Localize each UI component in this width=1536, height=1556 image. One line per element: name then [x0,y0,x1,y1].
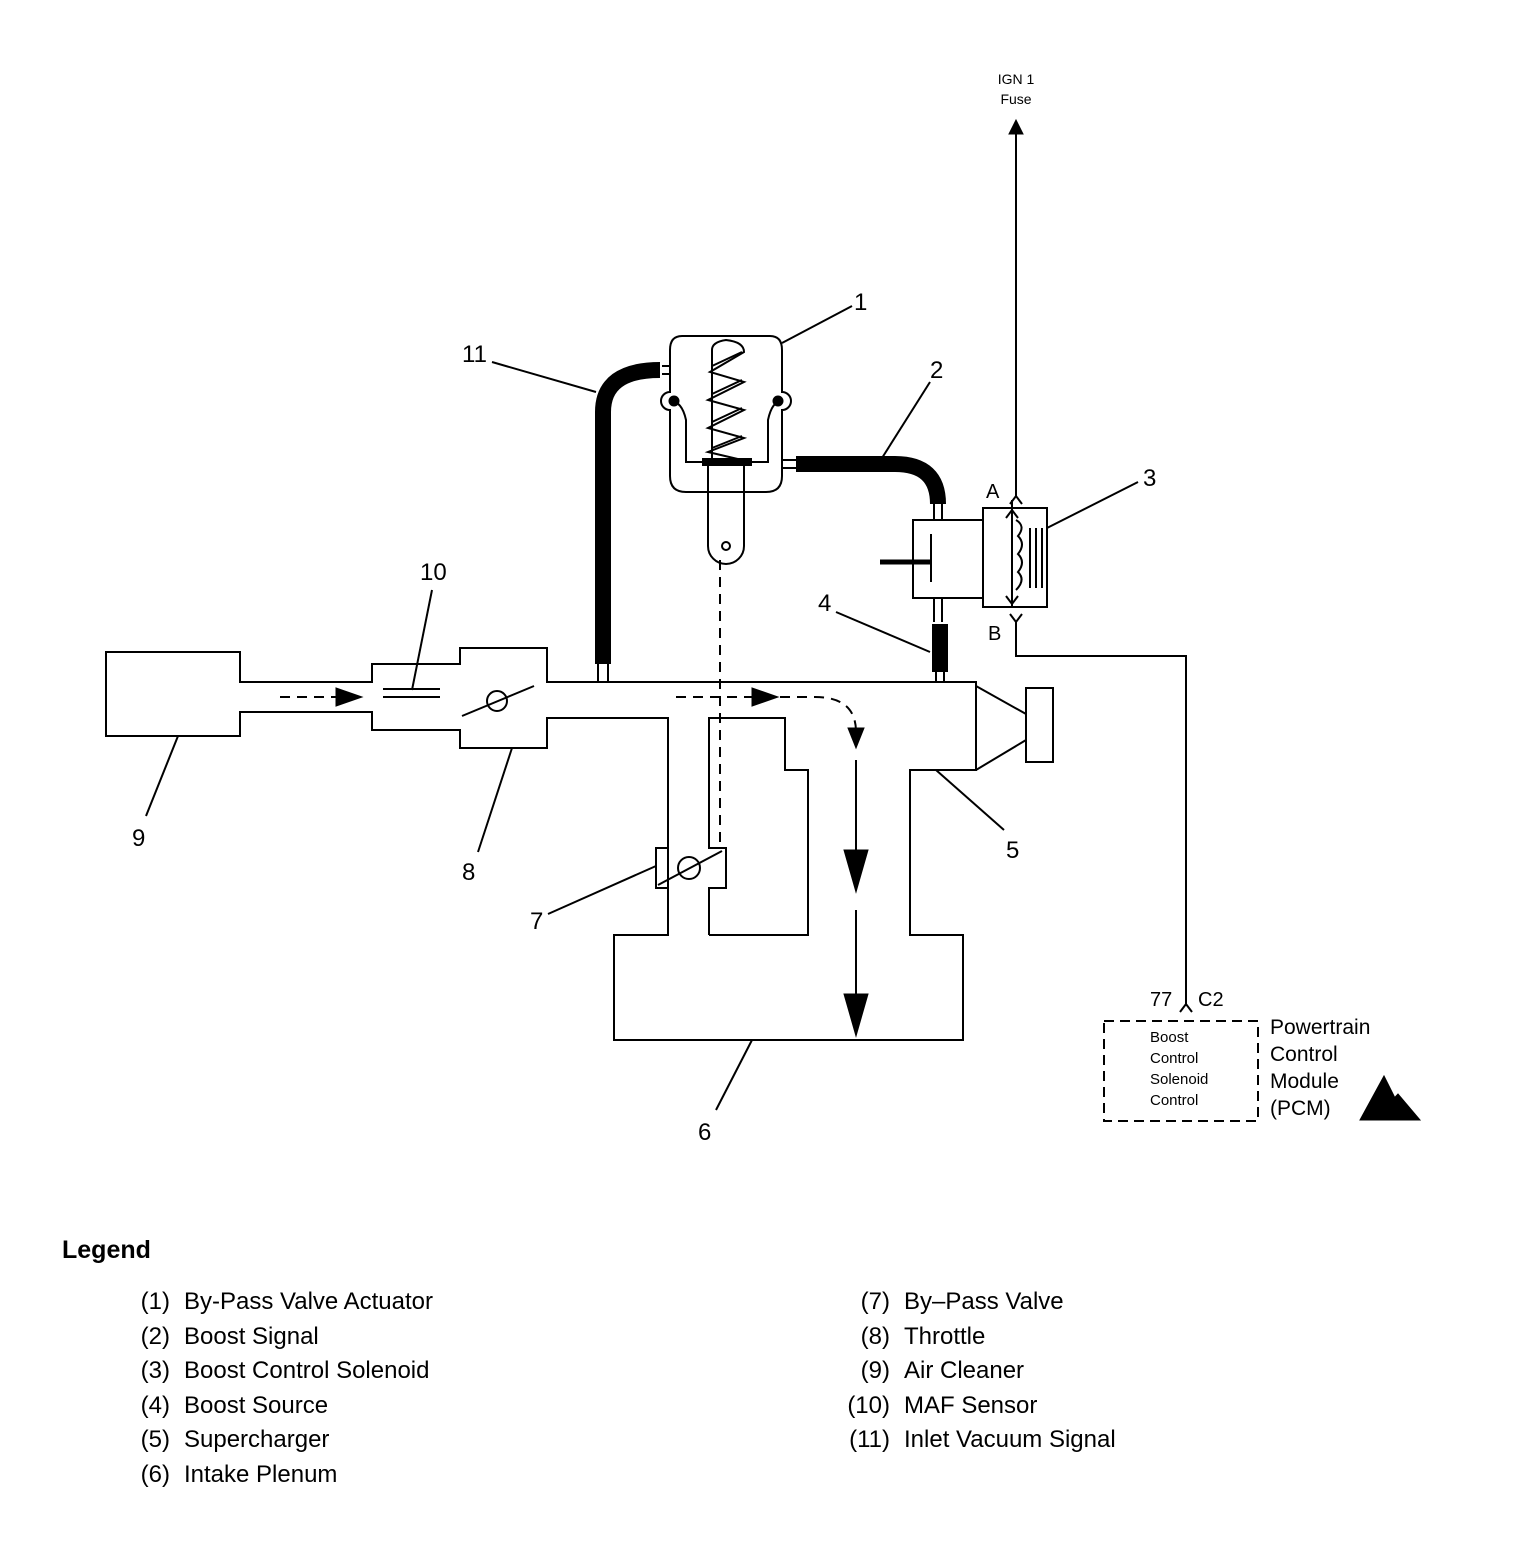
actuator-mount-pin [668,395,680,407]
legend-item-text: By-Pass Valve Actuator [184,1288,433,1315]
airflow-arrow-head [335,687,364,707]
solenoid-wiring [1005,500,1019,606]
bypass-valve-plate [677,856,701,880]
legend-item-number: (1) [140,1288,170,1315]
legend-item-text: Boost Control Solenoid [184,1357,430,1385]
airflow-arrow-head [843,993,869,1038]
actuator-mount-pin [772,395,784,407]
callout-leader-6 [715,1039,753,1111]
legend-item-number: (7) [860,1288,890,1315]
boost-control-solenoid [982,507,1048,608]
callout-leader-4 [835,611,931,653]
callout-2: 2 [930,357,943,384]
terminal-a-label: A [986,481,1000,503]
solenoid-valve-body [912,519,984,599]
pcm-box-text: Control [1150,1050,1198,1067]
supercharger-snout [975,685,1027,771]
legend-item-text: Throttle [904,1322,986,1350]
callout-leader-9 [145,735,179,817]
legend-item-number: (6) [140,1460,170,1488]
callout-leader-3 [1046,481,1139,529]
actuator-diaphragm [669,400,783,463]
callout-leader-5 [935,769,1005,831]
callout-leader-2 [881,381,931,459]
boost-signal-hose [796,456,946,505]
legend-item-text: Inlet Vacuum Signal [904,1426,1116,1454]
callout-leader-10 [411,589,433,691]
ign-fuse-label: IGN 1 [998,71,1035,87]
callout-9: 9 [132,825,145,852]
solenoid-port [933,504,943,622]
legend-item-text: Boost Source [184,1391,329,1419]
intake-port [597,664,945,682]
pcm-box-text: Solenoid [1150,1071,1208,1088]
callout-leader-8 [477,747,513,853]
callout-5: 5 [1006,837,1019,864]
ign-fuse-label: Fuse [1000,91,1031,107]
pcm-label: Control [1270,1043,1338,1066]
airflow-arrow-head [847,727,865,750]
inlet-vacuum-hose [595,362,661,664]
solenoid-terminal-b [1009,613,1023,624]
esd-warning-icon [1372,1093,1422,1121]
legend-item-number: (3) [140,1357,170,1385]
callout-10: 10 [420,559,447,586]
pcm-wire [1015,622,1187,1006]
solenoid-coil [1015,519,1023,591]
callout-8: 8 [462,859,475,886]
airflow-arrow-head [751,687,780,707]
pcm-box-text: Control [1150,1092,1198,1109]
callout-leader-11 [491,361,597,393]
bypass-valve-actuator [660,335,792,493]
airflow-arrow [780,696,857,733]
legend-item-text: Intake Plenum [184,1460,338,1488]
legend-title: Legend [62,1236,151,1264]
airflow-arrow-head [843,849,869,894]
ign-fuse-arrow-head [1008,118,1024,135]
legend-item-number: (10) [847,1391,890,1419]
actuator-spring [704,338,748,461]
legend-item-number: (9) [860,1357,890,1385]
pcm-label: Module [1270,1070,1339,1093]
legend-item-text: By–Pass Valve [904,1288,1064,1315]
pcm-pin-label: 77 [1150,989,1172,1011]
legend-item-number: (11) [849,1426,890,1454]
pcm-label: (PCM) [1270,1097,1331,1120]
callout-leader-1 [781,305,853,344]
legend-item-text: Boost Signal [184,1322,319,1350]
supercharger-pulley [1025,687,1054,763]
throttle-plate [461,685,535,717]
callout-1: 1 [854,289,867,316]
legend-item-text: Air Cleaner [904,1357,1025,1385]
air-cleaner [105,647,977,1041]
actuator-rod [707,466,745,565]
legend-item-number: (5) [140,1426,170,1454]
legend-item-number: (2) [140,1322,170,1350]
callout-3: 3 [1143,465,1156,492]
callout-7: 7 [530,908,543,935]
terminal-b-label: B [988,623,1001,645]
actuator-rod-pivot [721,541,731,551]
callout-4: 4 [818,590,831,617]
throttle-plate [486,690,508,712]
boost-control-diagram: 1 2 3 4 5 6 7 8 9 10 11 IGN 1 Fuse A B 7… [105,71,1422,1146]
bypass-passage-wall [708,717,809,936]
pcm-connector-label: C2 [1198,989,1224,1011]
legend-item-number: (4) [140,1391,170,1419]
actuator-spring-coil [711,351,743,449]
pcm-box-text: Boost [1150,1029,1189,1046]
pcm-label: Powertrain [1270,1016,1370,1039]
callout-11: 11 [462,341,487,368]
legend-item-number: (8) [860,1322,890,1350]
bypass-valve-housing [655,847,668,889]
solenoid-terminal-a [1009,494,1023,505]
legend-item-text: Supercharger [184,1426,330,1454]
actuator-port [662,365,796,469]
bypass-valve-plate [657,850,723,886]
callout-6: 6 [698,1119,711,1146]
pcm-boost-control-box [1103,1020,1259,1122]
callout-leader-7 [547,865,657,915]
legend-item-text: MAF Sensor [904,1391,1038,1419]
pcm-terminal [1179,1002,1193,1013]
